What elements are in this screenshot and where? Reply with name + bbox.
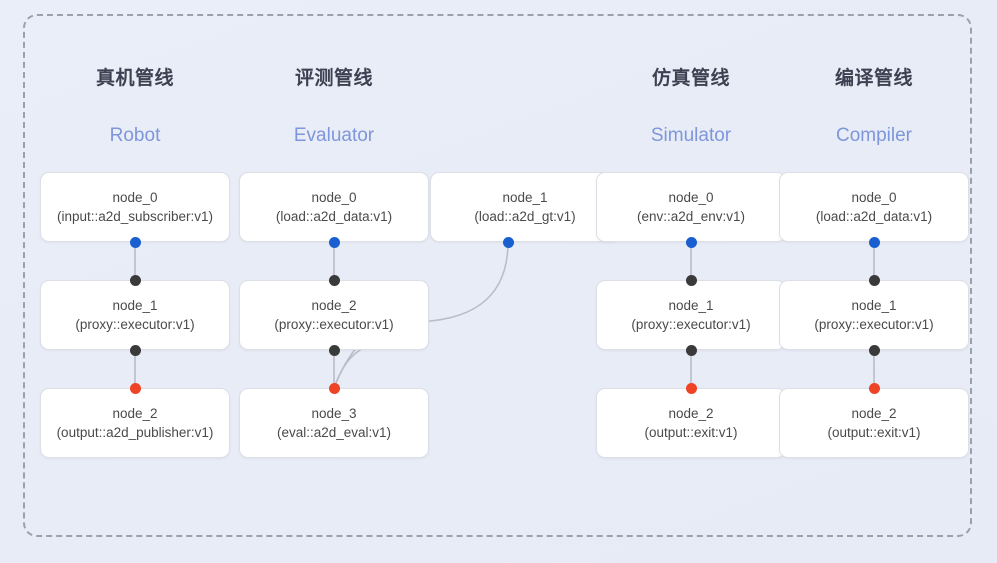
- node-type: (load::a2d_data:v1): [815, 209, 933, 224]
- node-label: node_0: [851, 190, 897, 205]
- node-robot-0[interactable]: node_0 (input::a2d_subscriber:v1): [40, 172, 230, 242]
- node-compiler-0[interactable]: node_0 (load::a2d_data:v1): [779, 172, 969, 242]
- port-output-evaluator-0[interactable]: [328, 236, 340, 248]
- port-output-compiler-0[interactable]: [868, 236, 880, 248]
- node-label: node_1: [502, 190, 548, 205]
- port-output-evaluator-2[interactable]: [328, 344, 340, 356]
- port-input-robot-2[interactable]: [129, 382, 141, 394]
- column-title-simulator: 仿真管线: [651, 68, 730, 89]
- node-type: (load::a2d_gt:v1): [474, 209, 576, 224]
- node-type: (proxy::executor:v1): [814, 317, 934, 332]
- node-type: (output::a2d_publisher:v1): [56, 425, 214, 440]
- node-label: node_2: [311, 298, 357, 313]
- node-compiler-1[interactable]: node_1 (proxy::executor:v1): [779, 280, 969, 350]
- port-input-simulator-1[interactable]: [685, 274, 697, 286]
- port-input-evaluator-2[interactable]: [328, 274, 340, 286]
- node-label: node_2: [668, 406, 714, 421]
- port-output-robot-1[interactable]: [129, 344, 141, 356]
- column-subtitle-evaluator: Evaluator: [293, 125, 375, 146]
- node-evaluator-2[interactable]: node_2 (proxy::executor:v1): [239, 280, 429, 350]
- node-label: node_2: [851, 406, 897, 421]
- port-input-compiler-1[interactable]: [868, 274, 880, 286]
- column-title-robot: 真机管线: [95, 68, 174, 89]
- port-output-evaluator-1-gt[interactable]: [502, 236, 514, 248]
- column-subtitle-compiler: Compiler: [835, 125, 913, 146]
- port-input-evaluator-3[interactable]: [328, 382, 340, 394]
- node-type: (eval::a2d_eval:v1): [276, 425, 392, 440]
- node-type: (load::a2d_data:v1): [275, 209, 393, 224]
- column-title-compiler: 编译管线: [834, 68, 913, 89]
- port-output-simulator-0[interactable]: [685, 236, 697, 248]
- node-type: (proxy::executor:v1): [631, 317, 751, 332]
- node-label: node_0: [668, 190, 714, 205]
- port-output-compiler-1[interactable]: [868, 344, 880, 356]
- port-input-robot-1[interactable]: [129, 274, 141, 286]
- column-title-evaluator: 评测管线: [294, 68, 373, 89]
- node-evaluator-3[interactable]: node_3 (eval::a2d_eval:v1): [239, 388, 429, 458]
- node-type: (output::exit:v1): [827, 425, 921, 440]
- node-robot-2[interactable]: node_2 (output::a2d_publisher:v1): [40, 388, 230, 458]
- node-evaluator-0[interactable]: node_0 (load::a2d_data:v1): [239, 172, 429, 242]
- column-subtitle-robot: Robot: [109, 125, 161, 146]
- node-type: (env::a2d_env:v1): [636, 209, 746, 224]
- node-label: node_1: [668, 298, 714, 313]
- port-input-compiler-2[interactable]: [868, 382, 880, 394]
- node-label: node_1: [112, 298, 158, 313]
- node-simulator-0[interactable]: node_0 (env::a2d_env:v1): [596, 172, 786, 242]
- node-label: node_1: [851, 298, 897, 313]
- node-type: (proxy::executor:v1): [274, 317, 394, 332]
- node-evaluator-1-gt[interactable]: node_1 (load::a2d_gt:v1): [430, 172, 620, 242]
- port-input-simulator-2[interactable]: [685, 382, 697, 394]
- node-label: node_0: [112, 190, 158, 205]
- node-robot-1[interactable]: node_1 (proxy::executor:v1): [40, 280, 230, 350]
- node-type: (proxy::executor:v1): [75, 317, 195, 332]
- node-compiler-2[interactable]: node_2 (output::exit:v1): [779, 388, 969, 458]
- port-output-simulator-1[interactable]: [685, 344, 697, 356]
- node-type: (input::a2d_subscriber:v1): [56, 209, 214, 224]
- node-label: node_0: [311, 190, 357, 205]
- node-type: (output::exit:v1): [644, 425, 738, 440]
- column-subtitle-simulator: Simulator: [650, 125, 732, 146]
- node-label: node_3: [311, 406, 357, 421]
- port-output-robot-0[interactable]: [129, 236, 141, 248]
- node-simulator-1[interactable]: node_1 (proxy::executor:v1): [596, 280, 786, 350]
- node-simulator-2[interactable]: node_2 (output::exit:v1): [596, 388, 786, 458]
- node-label: node_2: [112, 406, 158, 421]
